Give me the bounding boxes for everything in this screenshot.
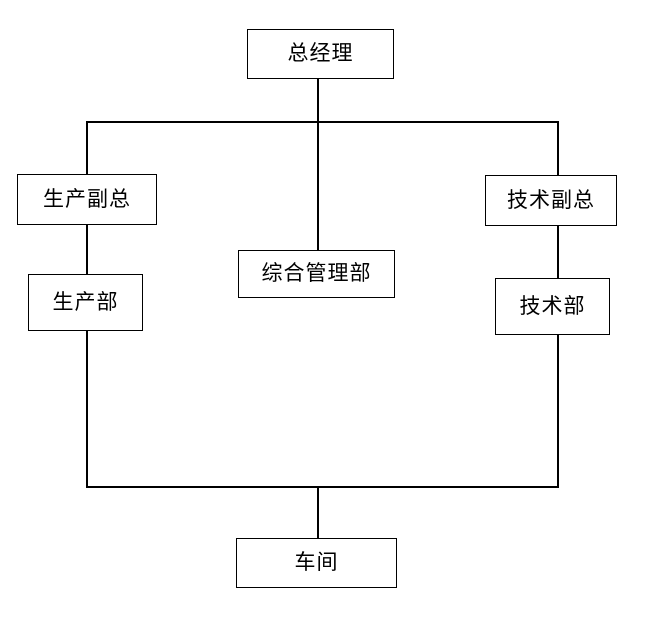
node-technical-vice-president-label: 技术副总 (507, 187, 595, 212)
edge-bottom-horizontal-bus (86, 486, 559, 488)
node-general-manager[interactable]: 总经理 (247, 29, 394, 79)
node-technical-department[interactable]: 技术部 (495, 278, 610, 335)
node-technical-vice-president[interactable]: 技术副总 (485, 175, 617, 226)
node-production-department[interactable]: 生产部 (28, 274, 143, 331)
edge-production-vp-to-dept (86, 225, 88, 275)
edge-technical-vp-riser (557, 121, 559, 176)
node-technical-department-label: 技术部 (519, 293, 586, 318)
edge-production-dept-to-bottom (86, 331, 88, 488)
node-production-vice-president[interactable]: 生产副总 (17, 174, 157, 225)
node-production-vice-president-label: 生产副总 (43, 186, 131, 211)
node-comprehensive-management-department-label: 综合管理部 (261, 261, 372, 285)
edge-technical-vp-to-dept (557, 226, 559, 279)
node-workshop-label: 车间 (294, 550, 339, 574)
edge-production-vp-riser (86, 121, 88, 175)
edge-top-horizontal-bus (87, 121, 559, 123)
edge-general-manager-vertical (317, 79, 319, 251)
node-production-department-label: 生产部 (52, 289, 119, 314)
node-comprehensive-management-department[interactable]: 综合管理部 (238, 250, 395, 298)
edge-technical-dept-to-bottom (557, 335, 559, 488)
edge-workshop-riser (317, 486, 319, 539)
node-general-manager-label: 总经理 (287, 41, 354, 65)
node-workshop[interactable]: 车间 (236, 538, 397, 588)
